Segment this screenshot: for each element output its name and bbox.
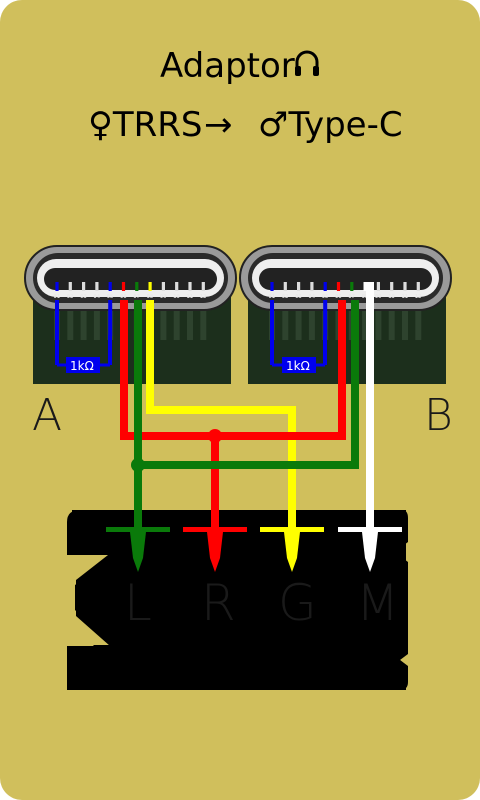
pin-contact <box>350 282 354 291</box>
wire-label-l: L <box>124 574 152 632</box>
pin-contact <box>148 282 152 291</box>
wire-bar <box>106 527 170 532</box>
pin-label: 01 <box>54 294 61 300</box>
resistor-a-label: 1kΩ <box>70 359 94 373</box>
pin-label: 09 <box>160 294 167 300</box>
wire-label-r: R <box>201 574 236 632</box>
pin-label: 12 <box>415 294 422 300</box>
pin-contact <box>270 282 274 291</box>
wire-l <box>134 300 359 469</box>
pin-label: 11 <box>187 294 194 300</box>
title-line2-left: ♀TRRS <box>88 105 203 145</box>
pin-label: 11 <box>402 294 409 300</box>
pin-label: 05 <box>107 294 114 300</box>
pin-contact <box>283 282 287 291</box>
wire-tip <box>284 532 300 572</box>
wire-tip <box>130 532 146 572</box>
pin-label: 04 <box>93 294 100 300</box>
wire-tip <box>362 532 378 572</box>
pin-contact <box>297 282 301 291</box>
pin-contact <box>175 282 179 291</box>
pin-contact <box>363 282 367 291</box>
pin-label: 12 <box>200 294 207 300</box>
wire-bar <box>183 527 247 532</box>
pin-label: 02 <box>67 294 74 300</box>
resistor-a <box>66 357 100 373</box>
pin-contact <box>108 282 112 291</box>
pin-contact <box>188 282 192 291</box>
wire-bar <box>338 527 402 532</box>
pin-label: 03 <box>295 294 302 300</box>
pin-contact <box>416 282 420 291</box>
pin-label: 08 <box>362 294 369 300</box>
pin-label: 06 <box>120 294 127 300</box>
title-arrow: → <box>204 105 233 145</box>
pin-label: 01 <box>269 294 276 300</box>
wire-label-m: M <box>356 574 399 632</box>
pin-label: 09 <box>375 294 382 300</box>
pin-label: 08 <box>147 294 154 300</box>
pin-contact <box>336 282 341 291</box>
pin-label: 10 <box>388 294 395 300</box>
pin-contact <box>68 282 72 291</box>
pin-label: 03 <box>80 294 87 300</box>
title-line2-right: ♂Type-C <box>258 105 403 145</box>
wire-r <box>120 300 346 440</box>
pin-contact <box>161 282 165 291</box>
pin-label: 02 <box>282 294 289 300</box>
pin-contact <box>135 282 139 291</box>
pin-contact <box>390 282 394 291</box>
resistor-b-label: 1kΩ <box>286 359 310 373</box>
pin-label: 06 <box>335 294 342 300</box>
title-line1: Adaptor <box>160 46 295 86</box>
pin-label: 10 <box>173 294 180 300</box>
pin-label: 07 <box>348 294 355 300</box>
pin-contact <box>376 282 380 291</box>
pin-contact <box>121 282 126 291</box>
pin-label: 04 <box>308 294 315 300</box>
pin-contact <box>403 282 407 291</box>
wire-label-g: G <box>278 574 317 632</box>
connector-b-label: B <box>424 390 453 441</box>
wire-bar <box>260 527 324 532</box>
pin-contact <box>310 282 314 291</box>
pin-contact <box>82 282 86 291</box>
pin-label: 07 <box>133 294 140 300</box>
headphone-icon <box>295 50 319 76</box>
wire-g <box>146 300 296 548</box>
pin-contact <box>323 282 327 291</box>
wire-tip <box>207 532 223 572</box>
resistor-b <box>282 357 316 373</box>
pin-label: 05 <box>322 294 329 300</box>
connector-a-label: A <box>32 390 62 441</box>
pin-contact <box>55 282 59 291</box>
pin-contact <box>201 282 205 291</box>
pin-contact <box>95 282 99 291</box>
